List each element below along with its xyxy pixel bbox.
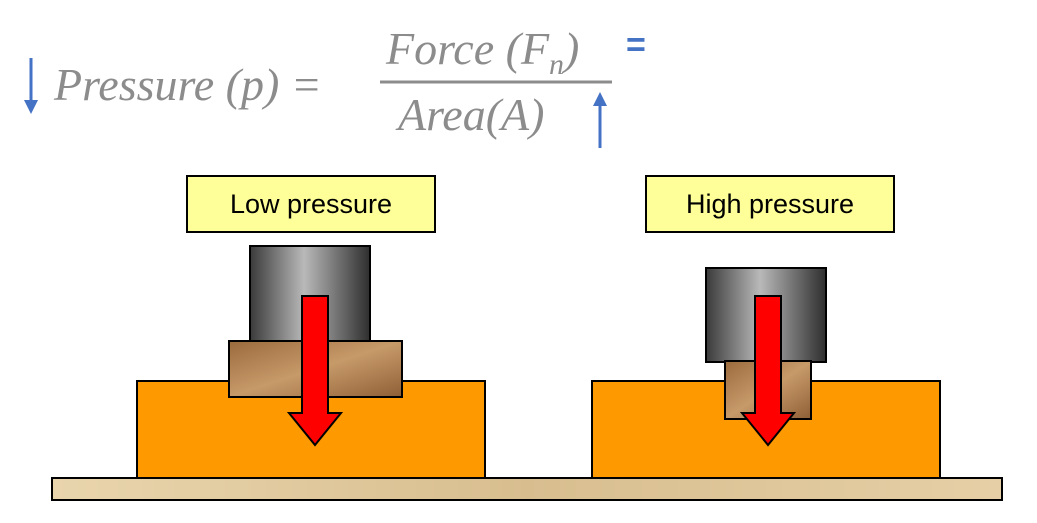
force-arrow-icon [286, 295, 344, 447]
formula-denominator: Area(A) [398, 89, 545, 140]
equals-annotation: = [626, 26, 646, 64]
formula-lhs: Pressure (p) = [54, 59, 322, 110]
low-pressure-setup [136, 245, 486, 479]
up-arrow-icon [593, 92, 607, 148]
high-pressure-setup [591, 267, 941, 479]
label-low-pressure: Low pressure [186, 175, 436, 233]
down-arrow-icon [24, 58, 38, 114]
numerator-subscript: n [549, 48, 565, 82]
numerator-close: ) [564, 23, 580, 74]
floor [51, 477, 1003, 501]
numerator-text: Force (F [386, 23, 550, 74]
label-high-pressure: High pressure [645, 175, 895, 233]
formula-numerator: Force (Fn) [386, 26, 579, 80]
force-arrow-icon [739, 295, 797, 447]
